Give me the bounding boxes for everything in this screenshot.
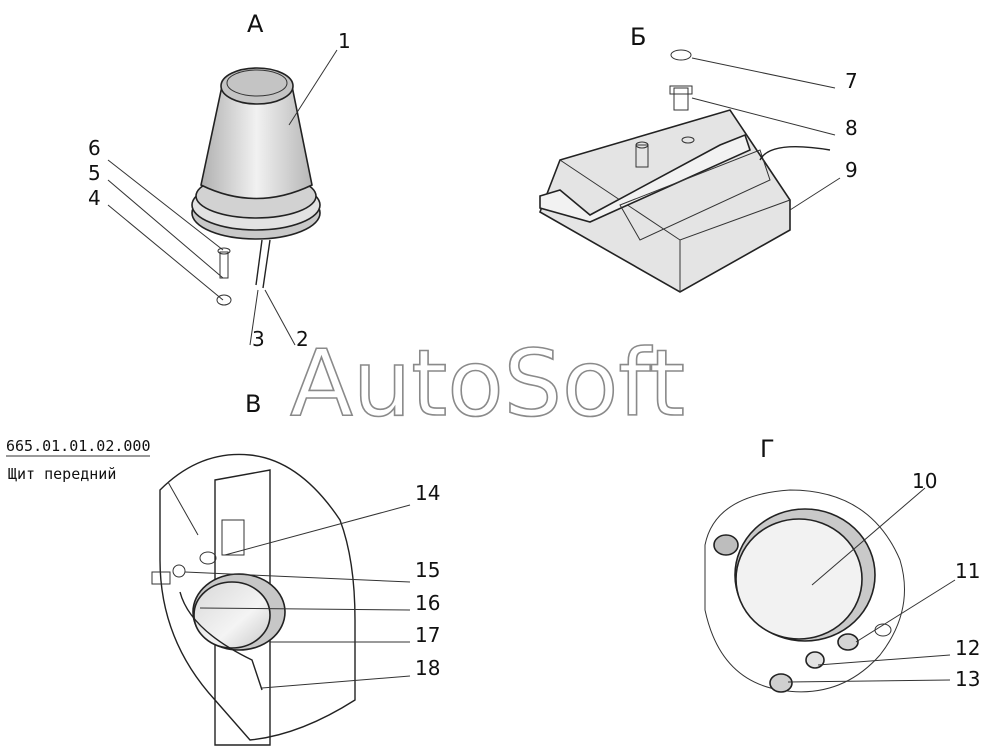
part-label-18: 18 [415,656,440,680]
part-label-10: 10 [912,469,937,493]
leader-lines [107,49,956,689]
part-label-8: 8 [845,116,858,140]
part-label-15: 15 [415,558,440,582]
part-label-6: 6 [88,136,101,160]
view-v-label: В [245,390,261,418]
part-label-5: 5 [88,161,101,185]
view-g-label: Г [760,435,775,463]
view-a-label: А [247,10,264,38]
mount-assembly [539,49,831,293]
part-label-1: 1 [338,29,351,53]
part-label-13: 13 [955,667,980,691]
part-label-2: 2 [296,327,309,351]
front-shield-assembly [151,453,356,746]
drawing-caption: Щит передний [8,465,116,483]
part-label-7: 7 [845,69,858,93]
part-label-17: 17 [415,623,440,647]
drawing-number: 665.01.01.02.000 [6,437,151,455]
part-label-14: 14 [415,481,440,505]
part-label-11: 11 [955,559,980,583]
part-label-9: 9 [845,158,858,182]
part-label-3: 3 [252,327,265,351]
part-label-12: 12 [955,636,980,660]
view-b-label: Б [630,23,646,51]
part-label-4: 4 [88,186,101,210]
headlight-assembly [704,489,905,693]
watermark: AutoSoft [290,330,685,437]
part-label-16: 16 [415,591,440,615]
beacon-assembly [191,67,321,306]
